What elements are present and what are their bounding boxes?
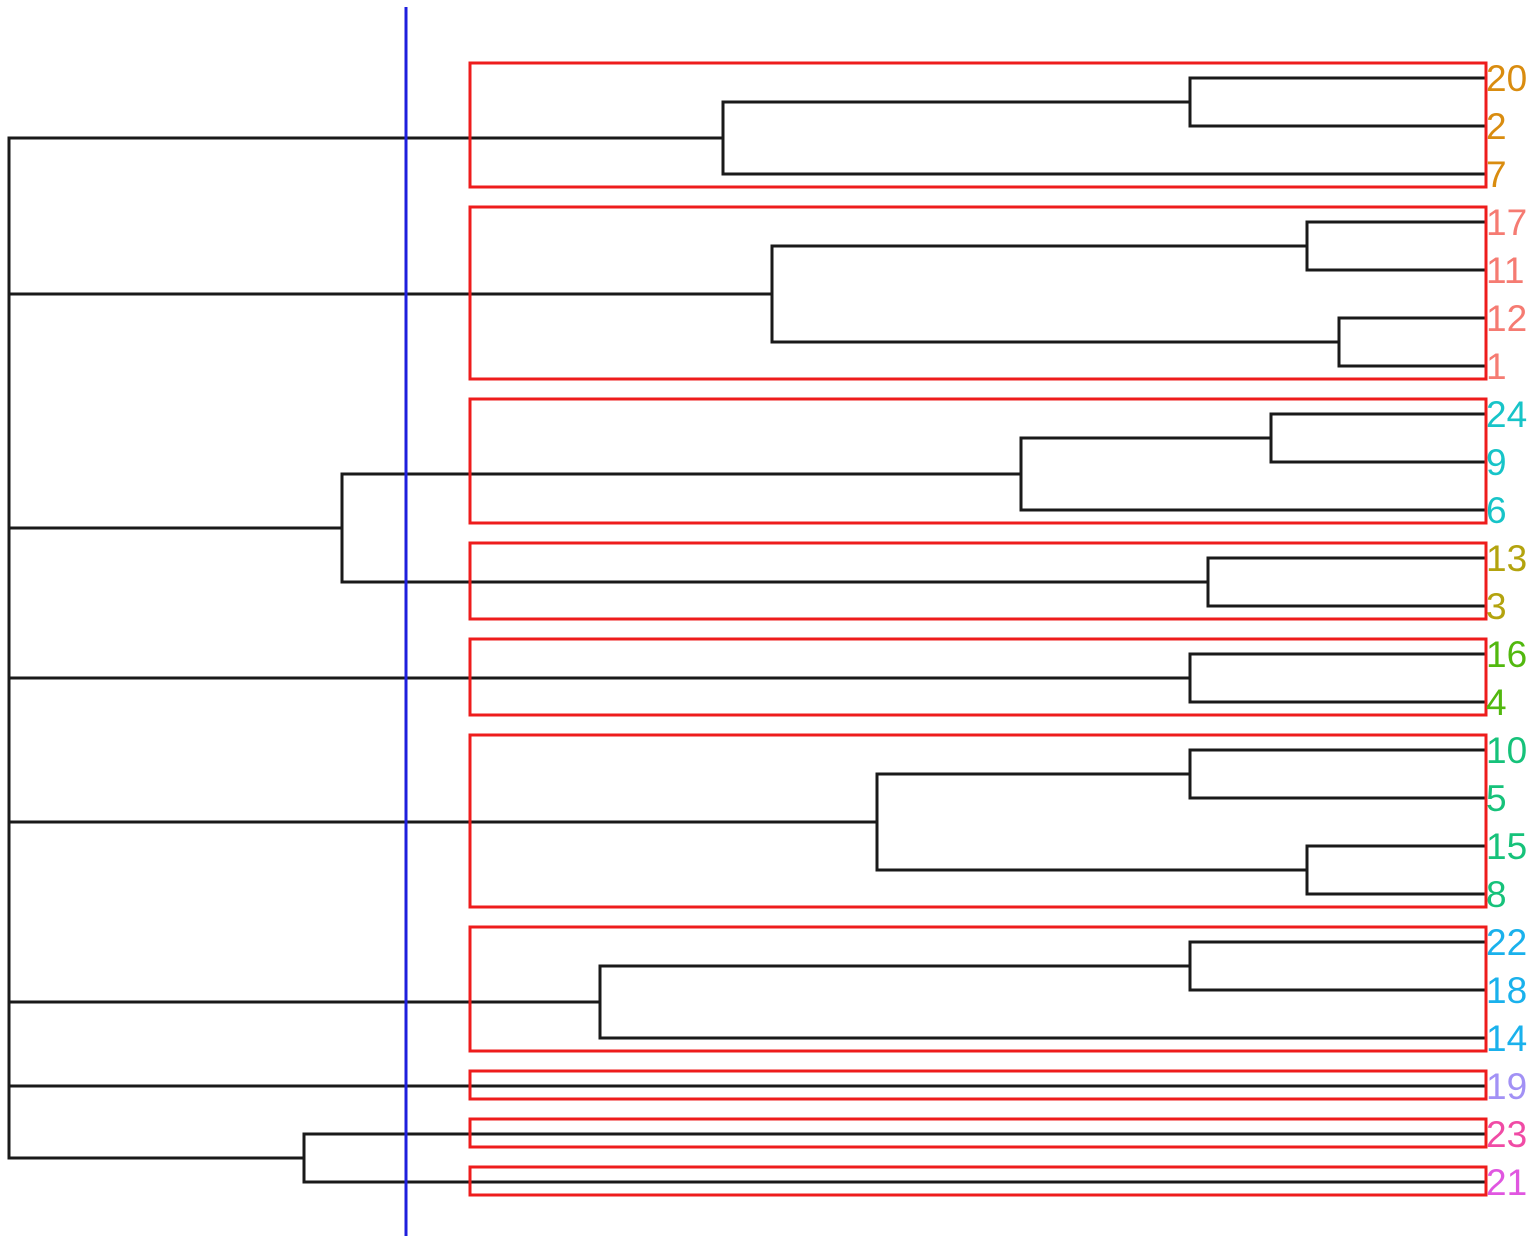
leaf-label: 20 xyxy=(1486,58,1527,99)
leaf-label: 14 xyxy=(1486,1018,1527,1059)
cluster-box-5 xyxy=(468,637,1488,717)
leaf-label: 24 xyxy=(1486,394,1527,435)
branch-p xyxy=(598,964,1486,1040)
branch-r7 xyxy=(7,961,304,1160)
leaf-label: 16 xyxy=(1486,634,1527,675)
branch-r6 xyxy=(7,837,1486,1088)
leaf-label: 5 xyxy=(1486,778,1507,819)
cluster-box-4 xyxy=(468,541,1488,621)
leaf-label: 22 xyxy=(1486,922,1527,963)
branch-g xyxy=(1019,436,1486,512)
leaf-label: 21 xyxy=(1486,1162,1527,1203)
leaf-label: 6 xyxy=(1486,490,1507,531)
branch-r3 xyxy=(7,372,1190,680)
cluster-box-7 xyxy=(468,925,1488,1053)
leaf-label: 3 xyxy=(1486,586,1507,627)
leaf-label: 23 xyxy=(1486,1114,1527,1155)
leaf-label: 4 xyxy=(1486,682,1507,723)
branch-h xyxy=(1206,556,1486,608)
leaf-label: 7 xyxy=(1486,154,1507,195)
branch-m xyxy=(1305,844,1486,896)
cluster-box-10 xyxy=(468,1165,1488,1197)
branch-b xyxy=(721,100,1486,176)
branch-r4 xyxy=(7,525,877,824)
leaf-label: 8 xyxy=(1486,874,1507,915)
branch-e xyxy=(770,244,1339,344)
leaf-label: 18 xyxy=(1486,970,1527,1011)
branch-j xyxy=(1188,652,1486,704)
dendrogram-branches xyxy=(7,76,1486,1184)
branch-i xyxy=(340,472,1208,584)
leaf-label: 2 xyxy=(1486,106,1507,147)
branch-a xyxy=(1188,76,1486,128)
cluster-box-1 xyxy=(468,61,1488,189)
branch-c xyxy=(1305,220,1486,272)
cluster-box-8 xyxy=(468,1069,1488,1101)
branch-d xyxy=(1337,316,1486,368)
branch-o xyxy=(1188,940,1486,992)
cluster-box-6 xyxy=(468,733,1488,909)
leaf-label: 1 xyxy=(1486,346,1507,387)
leaf-label: 11 xyxy=(1486,250,1524,291)
cluster-box-2 xyxy=(468,205,1488,381)
cluster-box-3 xyxy=(468,397,1488,525)
branch-q xyxy=(302,1132,1486,1184)
cluster-box-9 xyxy=(468,1117,1488,1149)
leaf-label: 9 xyxy=(1486,442,1507,483)
leaf-label: 19 xyxy=(1486,1066,1527,1107)
cluster-boxes xyxy=(468,61,1488,1197)
branch-r2 xyxy=(7,216,342,530)
branch-n xyxy=(875,772,1307,872)
leaf-labels: 20 2 7 17 11 12 1 24 9 6 13 3 16 4 10 5 15 8 22 18 14 19 23 21 xyxy=(1486,58,1527,1203)
branch-k xyxy=(1188,748,1486,800)
leaf-label: 12 xyxy=(1486,298,1527,339)
leaf-label: 15 xyxy=(1486,826,1527,867)
leaf-label: 13 xyxy=(1486,538,1527,579)
leaf-label: 17 xyxy=(1486,202,1527,243)
branch-r5 xyxy=(7,673,600,1004)
branch-f xyxy=(1269,412,1486,464)
leaf-label: 10 xyxy=(1486,730,1527,771)
branch-r1 xyxy=(7,136,772,296)
